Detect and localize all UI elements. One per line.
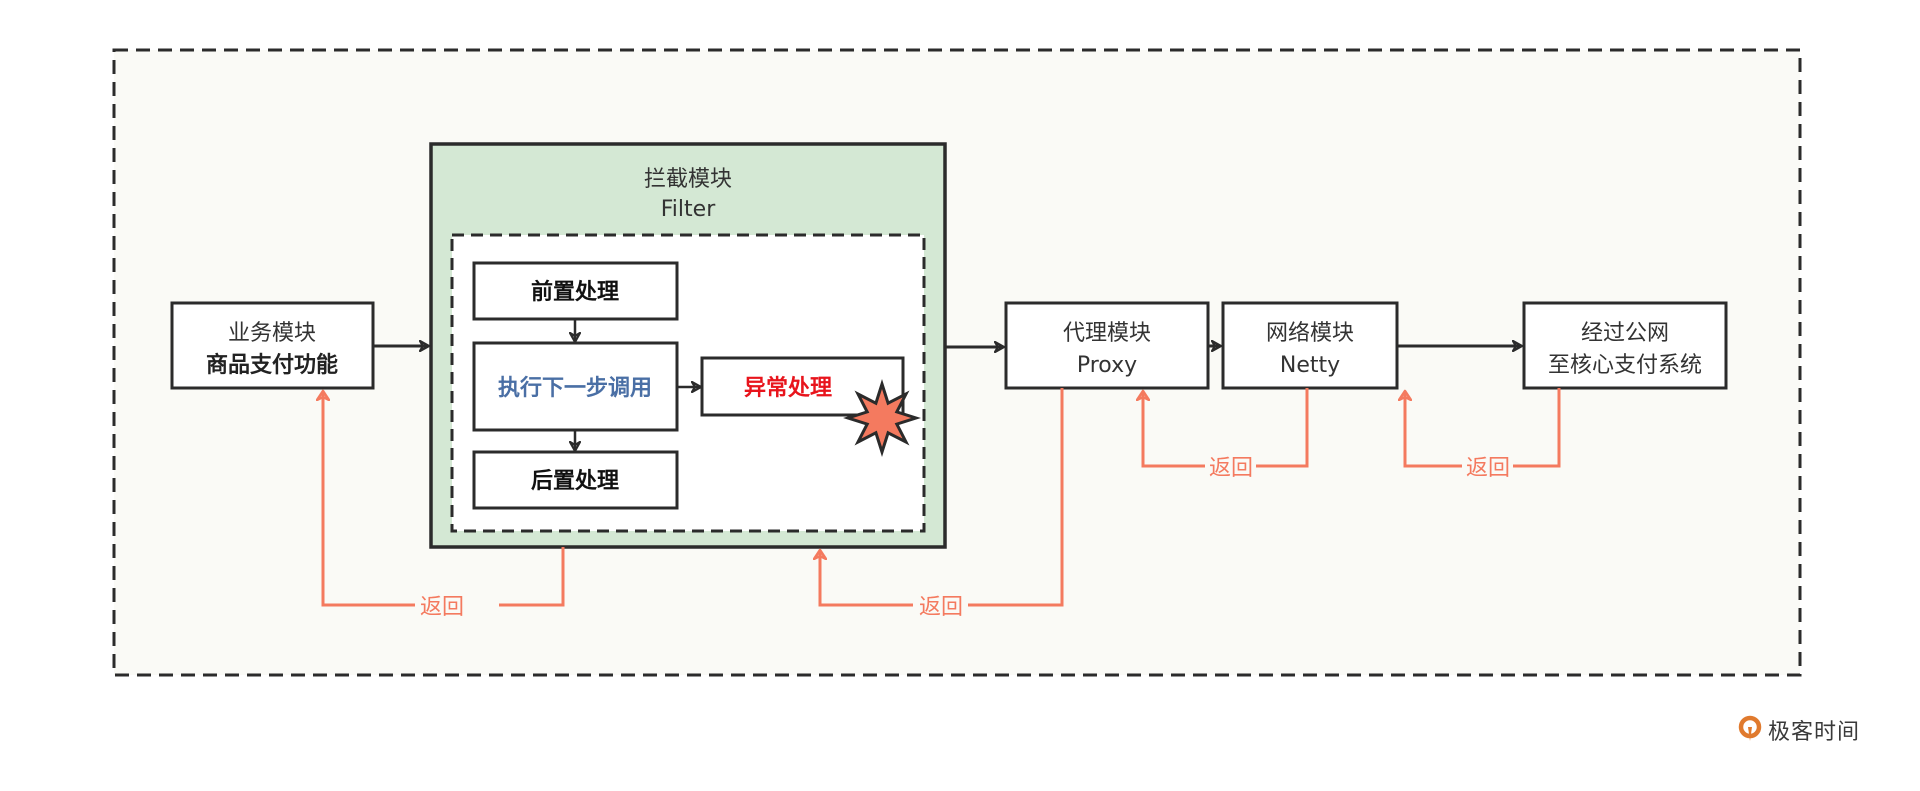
return-line <box>820 551 913 607</box>
post-processing[interactable]: 后置处理 <box>472 450 679 510</box>
execute-next-call-label: 执行下一步调用 <box>498 375 652 401</box>
netty-module-title: 网络模块 <box>1266 321 1354 346</box>
proxy-module-subtitle: Proxy <box>1077 353 1137 378</box>
proxy-module-title: 代理模块 <box>1063 321 1151 346</box>
filter-module-title: 拦截模块 <box>644 167 732 192</box>
return-label: 返回 <box>420 595 464 620</box>
geektime-logo-text: 极客时间 <box>1768 720 1861 745</box>
geektime-logo-icon <box>1738 715 1762 741</box>
filter-module-subtitle: Filter <box>661 197 716 222</box>
return-filter-to-business: 返回 <box>323 392 565 620</box>
return-label: 返回 <box>1466 456 1510 481</box>
business-module-title: 业务模块 <box>228 321 316 346</box>
return-line <box>323 392 415 607</box>
proxy-module-box <box>1004 301 1210 390</box>
execute-next-call[interactable]: 执行下一步调用 <box>472 341 679 432</box>
pre-processing-box <box>472 261 679 321</box>
core-payment-system[interactable]: 经过公网 至核心支付系统 <box>1522 301 1728 390</box>
proxy-module[interactable]: 代理模块 Proxy <box>1004 301 1210 390</box>
return-line <box>1513 388 1561 468</box>
exception-handling-label: 异常处理 <box>744 375 832 401</box>
business-module-box <box>170 301 375 390</box>
pre-processing[interactable]: 前置处理 <box>472 261 679 321</box>
return-label: 返回 <box>919 595 963 620</box>
return-line <box>1256 388 1309 468</box>
business-module[interactable]: 业务模块 商品支付功能 <box>170 301 375 390</box>
pre-processing-label: 前置处理 <box>531 279 619 305</box>
core-payment-system-box <box>1522 301 1728 390</box>
return-line <box>499 547 565 607</box>
business-module-subtitle: 商品支付功能 <box>206 352 338 378</box>
exception-handling[interactable]: 异常处理 <box>700 356 921 457</box>
outer-container <box>112 48 1802 677</box>
return-line <box>1143 392 1205 468</box>
core-payment-system-title: 经过公网 <box>1581 321 1669 346</box>
core-payment-system-subtitle: 至核心支付系统 <box>1548 353 1702 378</box>
netty-module[interactable]: 网络模块 Netty <box>1221 301 1399 390</box>
explosion-icon <box>843 379 921 457</box>
geektime-logo: 极客时间 <box>1738 714 1860 746</box>
return-netty-to-proxy: 返回 <box>1143 388 1309 481</box>
return-core-to-netty: 返回 <box>1405 388 1561 481</box>
return-proxy-to-filter: 返回 <box>820 388 1064 620</box>
return-label: 返回 <box>1209 456 1253 481</box>
return-line <box>968 388 1064 607</box>
post-processing-label: 后置处理 <box>531 468 619 494</box>
netty-module-subtitle: Netty <box>1280 353 1340 378</box>
return-line <box>1405 392 1462 468</box>
